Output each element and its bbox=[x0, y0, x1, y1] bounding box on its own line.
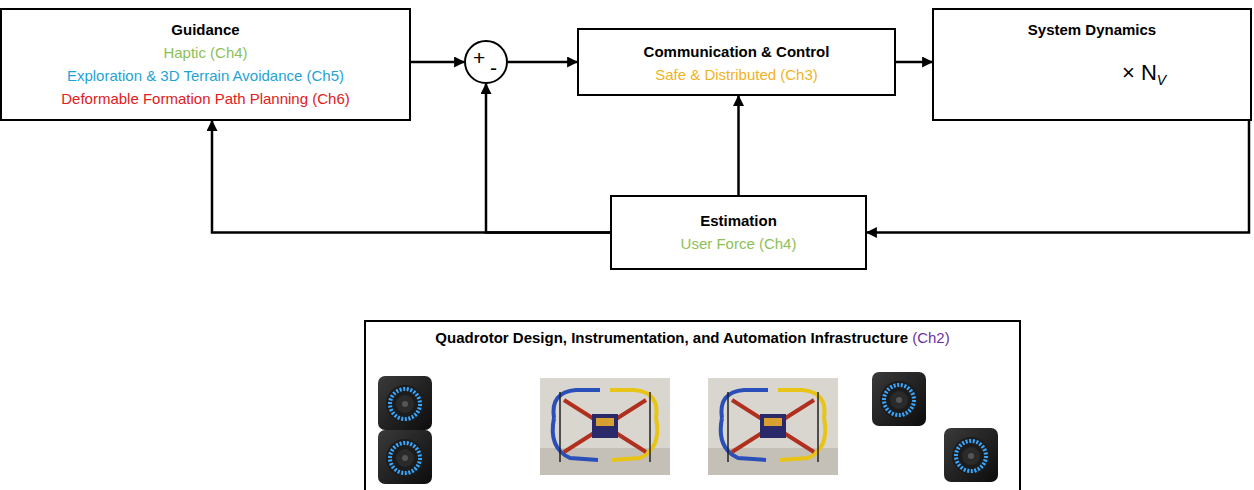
panel-title: Quadrotor Design, Instrumentation, and A… bbox=[435, 329, 908, 346]
control-box: Communication & ControlSafe & Distribute… bbox=[577, 28, 896, 96]
summing-junction: +- bbox=[464, 40, 508, 84]
chapter-item: Exploration & 3D Terrain Avoidance (Ch5) bbox=[2, 64, 409, 87]
chapter-item: Deformable Formation Path Planning (Ch6) bbox=[2, 87, 409, 110]
signal-arrow bbox=[411, 61, 464, 64]
camera-image bbox=[378, 376, 432, 430]
box-title: Estimation bbox=[612, 209, 865, 232]
box-title: Communication & Control bbox=[579, 40, 894, 63]
estimation-box: EstimationUser Force (Ch4) bbox=[610, 195, 867, 270]
subscript: V bbox=[1157, 72, 1166, 88]
signal-arrow bbox=[896, 61, 932, 64]
quadrotor-photo bbox=[708, 378, 838, 475]
multiplier: × N bbox=[1122, 60, 1157, 85]
quadrotor-photo bbox=[540, 378, 670, 475]
chapter-item: User Force (Ch4) bbox=[612, 232, 865, 255]
panel-heading: Quadrotor Design, Instrumentation, and A… bbox=[366, 326, 1019, 349]
camera-image bbox=[944, 428, 998, 482]
chapter-item: Safe & Distributed (Ch3) bbox=[579, 63, 894, 86]
signal-arrow bbox=[508, 61, 577, 64]
chapter-item: Haptic (Ch4) bbox=[2, 41, 409, 64]
camera-image bbox=[872, 372, 926, 426]
box-title: Guidance bbox=[2, 18, 409, 41]
camera-image bbox=[378, 430, 432, 484]
vehicle-count: × NV bbox=[1122, 60, 1166, 88]
dynamics-box: System Dynamics × NV bbox=[932, 8, 1252, 121]
signal-arrow bbox=[486, 84, 610, 233]
signal-arrow bbox=[737, 96, 740, 195]
minus-sign: - bbox=[490, 57, 497, 78]
chapter-item: (Ch2) bbox=[912, 329, 950, 346]
box-title: System Dynamics bbox=[934, 18, 1250, 41]
plus-sign: + bbox=[473, 47, 485, 68]
infrastructure-box: Quadrotor Design, Instrumentation, and A… bbox=[364, 320, 1021, 490]
guidance-box: GuidanceHaptic (Ch4)Exploration & 3D Ter… bbox=[0, 8, 411, 121]
signal-arrow bbox=[212, 121, 610, 233]
